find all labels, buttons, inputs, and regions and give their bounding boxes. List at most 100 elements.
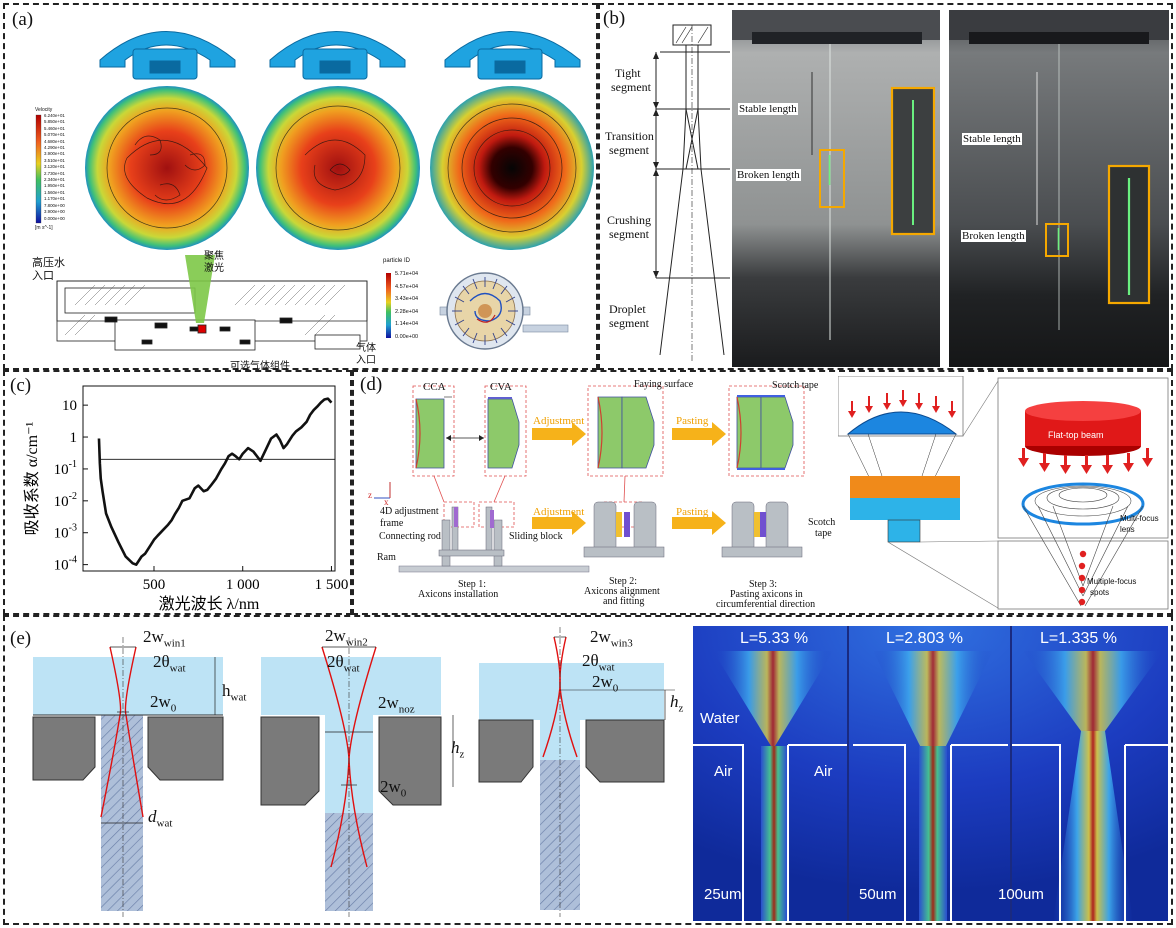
velocity-legend-value: 6.240e+01 xyxy=(44,113,65,118)
sim-size-2: 50um xyxy=(859,886,897,903)
flat-top-beam-label: Flat-top beam xyxy=(1048,430,1104,440)
x-tick-label: 1 500 xyxy=(315,577,349,593)
laser-label: 聚焦 xyxy=(204,251,224,262)
x-tick-label: 1 000 xyxy=(226,577,260,593)
absorption-curve xyxy=(97,397,333,566)
stable-length-1: Stable length xyxy=(738,103,798,115)
multi-focus-lens-label-2: lens xyxy=(1120,525,1135,534)
multi-focus-spots-label-1: Multiple-focus xyxy=(1087,577,1137,586)
step1-label-b: Axicons installation xyxy=(418,589,499,600)
water-inlet-label-2: 入口 xyxy=(32,270,54,282)
seg-crush-1: Crushing xyxy=(607,213,652,227)
laser-beam xyxy=(185,255,215,323)
stable-length-2: Stable length xyxy=(962,133,1022,145)
panel-b-label: (b) xyxy=(603,8,626,29)
velocity-legend-value: 2.340e+01 xyxy=(44,177,65,183)
panel-c-label: (c) xyxy=(10,375,32,396)
y-tick-label: 10-1 xyxy=(54,459,77,478)
seg-trans-1: Transition xyxy=(605,129,654,143)
panel-a-label: (a) xyxy=(12,9,34,30)
model-part-3 xyxy=(444,31,581,80)
seg-tight-2: segment xyxy=(611,80,651,94)
velocity-title: Velocity xyxy=(35,107,53,113)
jet-photo-2 xyxy=(949,10,1169,367)
water-inlet-label: 高压水 xyxy=(32,257,65,269)
pasting-label-1: Pasting xyxy=(676,415,709,427)
particle-legend-value: 2.28e+04 xyxy=(395,308,419,315)
seg-droplet-1: Droplet xyxy=(609,302,646,316)
e3-wwin: 2wwin3 xyxy=(590,627,633,650)
y-tick-label: 10-4 xyxy=(54,555,77,574)
seg-tight-1: Tight xyxy=(615,66,641,80)
y-tick-label: 1 xyxy=(70,430,78,446)
e1-hwat: hwat xyxy=(222,681,247,704)
model-part-1 xyxy=(99,31,236,80)
jet-photo-1 xyxy=(732,10,940,367)
sim-size-3: 100um xyxy=(998,886,1044,903)
panel-c xyxy=(3,370,352,615)
velocity-legend-value: 5.850e+01 xyxy=(44,119,65,125)
scotch-tape-label: Scotch tape xyxy=(772,380,819,391)
velocity-legend-value: 5.070e+01 xyxy=(44,132,65,138)
e1-w0: 2w0 xyxy=(150,692,177,715)
velocity-legend-value: 3.120e+01 xyxy=(44,164,65,170)
velocity-legend-value: 3.900e+00 xyxy=(44,209,65,215)
multi-focus-spots-label-2: spots xyxy=(1090,588,1110,597)
sim-L-3: L=1.335 % xyxy=(1040,630,1117,647)
flow-circle-2 xyxy=(256,86,420,250)
e1-theta: 2θwat xyxy=(153,652,186,675)
panel-d-label: (d) xyxy=(360,374,383,395)
e1-dwat: dwat xyxy=(148,807,173,830)
particle-colorbar xyxy=(386,273,391,338)
y-axis-label: 吸收系数 α/cm⁻¹ xyxy=(23,421,41,535)
particle-legend-value: 1.14e+04 xyxy=(395,321,419,327)
frame-label-2: frame xyxy=(380,518,404,529)
velocity-legend-value: 5.460e+01 xyxy=(44,125,65,131)
panel-a xyxy=(3,3,598,370)
flow-circle-1 xyxy=(85,86,249,250)
gas-inlet-label: 气体 xyxy=(356,343,376,354)
sliding-block-label: Sliding block xyxy=(509,531,563,542)
svg-text:x: x xyxy=(384,497,389,507)
rod-label: Connecting rod xyxy=(379,531,441,542)
x-tick-label: 500 xyxy=(143,577,166,593)
velocity-legend-value: 7.800e+00 xyxy=(44,202,65,208)
particle-legend-value: 3.43e+04 xyxy=(395,296,419,302)
model-part-2 xyxy=(269,31,406,80)
e1-wwin: 2wwin1 xyxy=(143,627,186,650)
multi-focus-lens-diagram xyxy=(838,376,1169,610)
step3-label-c: circumferential direction xyxy=(716,599,816,610)
e3-theta: 2θwat xyxy=(582,651,615,674)
y-tick-label: 10-3 xyxy=(54,523,77,542)
velocity-unit: [m s^-1] xyxy=(35,225,53,231)
step3-label-a: Step 3: xyxy=(749,579,778,590)
e2-w0: 2w0 xyxy=(380,777,407,800)
panel-b xyxy=(598,3,1173,370)
chart-frame xyxy=(82,385,336,572)
velocity-legend-value: 1.950e+01 xyxy=(44,183,65,189)
step3-label-b: Pasting axicons in xyxy=(730,589,803,600)
e3-hz: hz xyxy=(670,692,684,715)
svg-text:z: z xyxy=(368,490,372,500)
particle-legend-value: 5.71e+04 xyxy=(395,271,419,277)
scotch-tape-step3-b: tape xyxy=(815,528,832,539)
velocity-legend-value: 4.680e+01 xyxy=(44,138,65,144)
faying-surface-label: Faying surface xyxy=(634,379,694,390)
e2-wnoz: 2wnoz xyxy=(378,693,415,716)
cva-label: CVA xyxy=(490,381,512,393)
sim-size-1: 25um xyxy=(704,886,742,903)
swirl-wheel xyxy=(439,272,569,350)
gas-inlet-label-2: 入口 xyxy=(356,355,376,366)
nozzle-geometry-diagrams xyxy=(32,627,675,917)
ram-label: Ram xyxy=(377,552,396,563)
adjustment-label-1: Adjustment xyxy=(533,415,585,427)
velocity-colorbar xyxy=(35,114,42,224)
simulation-fields xyxy=(693,626,1168,921)
sim-water: Water xyxy=(700,710,740,727)
cca-label: CCA xyxy=(423,381,446,393)
e2-wwin: 2wwin2 xyxy=(325,626,368,649)
panel-d xyxy=(352,370,1173,615)
adjustment-label-2: Adjustment xyxy=(533,506,585,518)
